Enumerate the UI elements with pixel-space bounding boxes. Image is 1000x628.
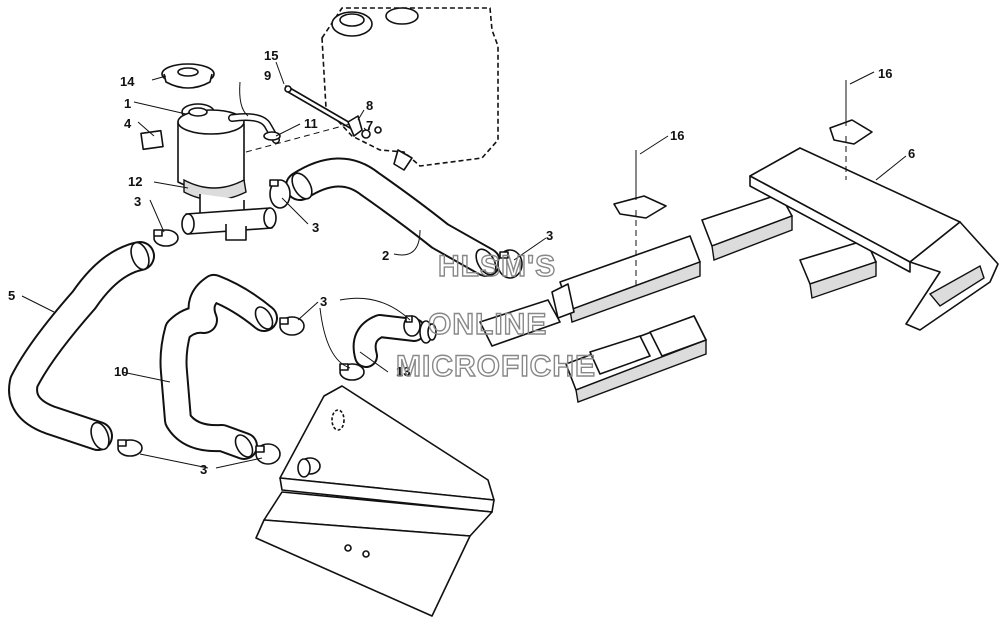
rear-heat-exchangers <box>479 193 877 403</box>
filler-neck <box>177 103 277 241</box>
callout-labels: 14 1 4 12 3 3 3 2 5 3 10 13 3 15 9 8 7 1… <box>8 48 915 477</box>
callout-3-bottom: 3 <box>200 462 207 477</box>
callout-3-middle: 3 <box>320 294 327 309</box>
callout-16-left: 16 <box>670 128 684 143</box>
callout-2: 2 <box>382 248 389 263</box>
front-heat-exchanger <box>255 385 495 617</box>
tank-hardware <box>245 85 382 153</box>
callout-9: 9 <box>264 68 271 83</box>
hose-clamp <box>497 249 523 279</box>
hose-clamp <box>403 315 421 337</box>
watermark: HLSM'S ONLINE MICROFICHE <box>395 249 596 383</box>
upper-hose <box>285 157 501 277</box>
overflow-hose <box>228 113 281 144</box>
callout-13: 13 <box>396 364 410 379</box>
callout-10: 10 <box>114 364 128 379</box>
radiator-cap <box>161 63 215 89</box>
callout-7: 7 <box>366 118 373 133</box>
svg-text:MICROFICHE: MICROFICHE <box>396 350 596 383</box>
overflow-tank <box>321 7 499 171</box>
callout-3-upper-left: 3 <box>134 194 141 209</box>
callout-5: 5 <box>8 288 15 303</box>
hose-clamp <box>117 439 143 457</box>
rivets <box>613 80 873 290</box>
callout-8: 8 <box>366 98 373 113</box>
hose-clamp <box>255 443 281 465</box>
hose-clamp <box>279 316 305 336</box>
s-hose <box>159 274 278 460</box>
hose-clamp <box>269 179 291 209</box>
hose-clamps <box>117 179 523 465</box>
callout-4: 4 <box>124 116 132 131</box>
elbow-hose <box>352 314 437 368</box>
svg-text:HLSM'S: HLSM'S <box>438 250 556 283</box>
svg-text:ONLINE: ONLINE <box>428 308 547 341</box>
callout-14: 14 <box>120 74 135 89</box>
callout-3-upper-right: 3 <box>546 228 553 243</box>
hose-clamp <box>153 229 179 247</box>
hose-clamp <box>339 363 365 381</box>
tunnel-plate <box>749 147 999 331</box>
callout-15: 15 <box>264 48 278 63</box>
callout-12: 12 <box>128 174 142 189</box>
left-hose <box>8 241 155 451</box>
callout-1: 1 <box>124 96 131 111</box>
callout-6: 6 <box>908 146 915 161</box>
callout-16-right: 16 <box>878 66 892 81</box>
callout-3-upper-center: 3 <box>312 220 319 235</box>
callout-11: 11 <box>304 116 318 131</box>
decal <box>140 129 164 151</box>
leader-lines <box>21 61 907 469</box>
